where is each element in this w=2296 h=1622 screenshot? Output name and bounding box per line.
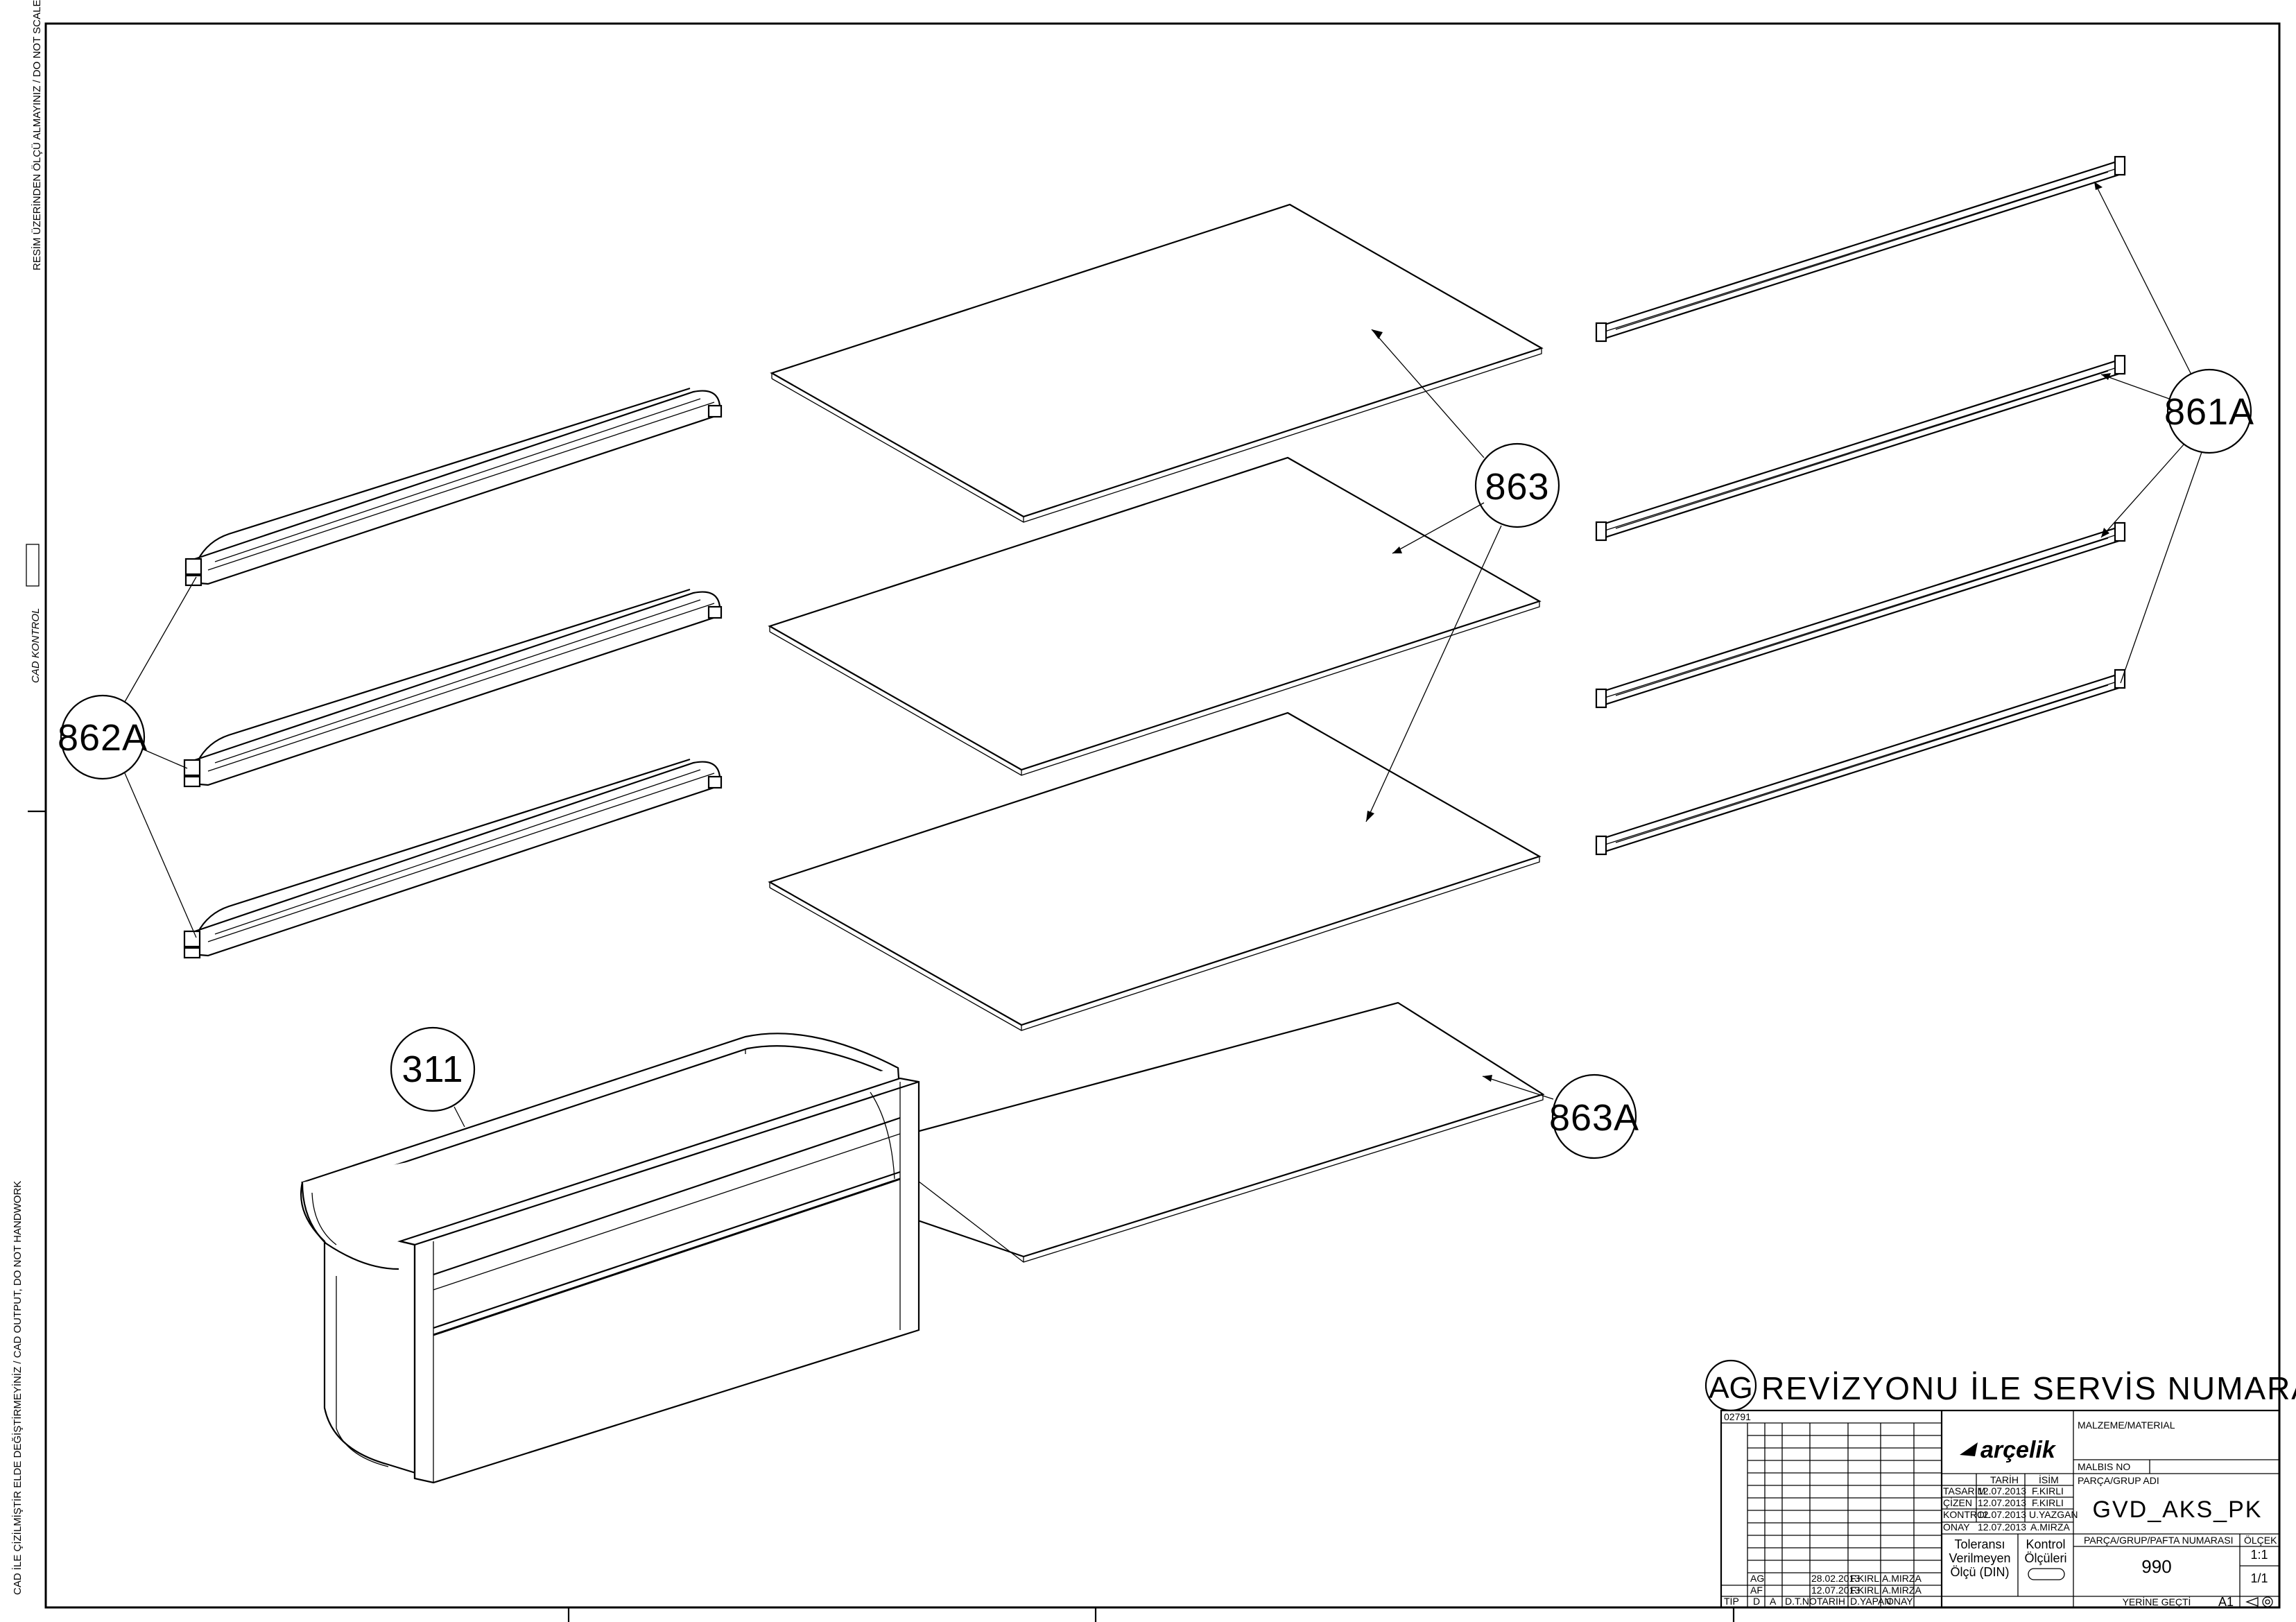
footer-dtno: D.T.NO xyxy=(1785,1596,1817,1607)
part-863-glass-shelf-2 xyxy=(768,456,1542,776)
control-line-1: Kontrol xyxy=(2026,1537,2065,1551)
part-311-door-bin xyxy=(300,1033,920,1484)
approval-name-4: A.MIRZA xyxy=(2030,1521,2070,1533)
part-name: GVD_AKS_PK xyxy=(2093,1496,2263,1523)
brand-name: arçelik xyxy=(1980,1437,2057,1463)
part-number-label: PARÇA/GRUP/PAFTA NUMARASI xyxy=(2084,1535,2233,1546)
footer-dyapan: D.YAPAN xyxy=(1850,1596,1891,1607)
title-block: 02791 AG 28.02.2013 F.KIRLI A.MIRZA AF 1… xyxy=(1720,1409,2281,1609)
revision-note-text: REVİZYONU İLE SERVİS NUMARALINDA DEĞİŞİK… xyxy=(1761,1370,2296,1406)
part-862a-rail-3 xyxy=(183,758,723,959)
sheet-value: 1/1 xyxy=(2250,1571,2268,1585)
approval-name-2: F.KIRLI xyxy=(2032,1497,2064,1508)
control-symbol xyxy=(2028,1568,2065,1580)
name-header: İSİM xyxy=(2039,1474,2059,1485)
replaces-label: YERİNE GEÇTİ xyxy=(2123,1596,2191,1607)
tolerance-line-3: Ölçü (DIN) xyxy=(1951,1565,2010,1579)
revision-note-rev: AG xyxy=(1709,1371,1753,1405)
callout-863: 863 xyxy=(1365,329,1560,822)
sheet-size: A1 xyxy=(2218,1595,2234,1609)
approval-date-2: 12.07.2013 xyxy=(1978,1497,2026,1508)
tolerance-line-1: Toleransı xyxy=(1954,1537,2005,1551)
rev-af-approved: A.MIRZA xyxy=(1882,1585,1922,1596)
rev-af-code: AF xyxy=(1750,1585,1763,1596)
scale-value: 1:1 xyxy=(2250,1548,2268,1562)
drawing-frame xyxy=(44,22,2281,1609)
part-861a-profile-2 xyxy=(1595,354,2126,542)
arcelik-logo: arçelik xyxy=(1960,1437,2057,1463)
approval-date-3: 12.07.2013 xyxy=(1978,1509,2026,1520)
part-862a-rail-1 xyxy=(184,387,723,587)
part-861a-profile-4 xyxy=(1595,668,2126,856)
part-861a-profile-1 xyxy=(1595,155,2126,343)
control-line-2: Ölçüleri xyxy=(2024,1551,2066,1565)
part-863-glass-shelf-1 xyxy=(770,203,1544,523)
footer-a: A xyxy=(1770,1596,1777,1607)
tolerance-line-2: Verilmeyen xyxy=(1949,1551,2010,1565)
callout-862a: 862A xyxy=(58,576,197,938)
callout-863a-label: 863A xyxy=(1549,1097,1639,1139)
approval-role-2: ÇİZEN xyxy=(1943,1496,1972,1508)
rev-ag-code: AG xyxy=(1750,1573,1764,1584)
approval-role-4: ONAY xyxy=(1943,1521,1970,1533)
scale-label: ÖLÇEK xyxy=(2244,1534,2277,1546)
approval-name-3: U.YAZGAN xyxy=(2029,1509,2078,1520)
callout-863a: 863A xyxy=(1482,1073,1639,1159)
footer-tarih: TARİH xyxy=(1817,1595,1845,1607)
footer-d: D xyxy=(1753,1596,1760,1607)
callout-311: 311 xyxy=(390,1026,476,1128)
part-863-glass-shelf-3 xyxy=(768,711,1542,1031)
part-number: 990 xyxy=(2141,1556,2171,1577)
part-861a-profile-3 xyxy=(1595,521,2126,709)
part-863a-glass-shelf xyxy=(769,1001,1545,1263)
revision-note: AG REVİZYONU İLE SERVİS NUMARALINDA DEĞİ… xyxy=(1704,1359,2296,1412)
rev-af-by: F.KIRLI xyxy=(1850,1585,1882,1596)
margin-note-cad-kontrol: CAD KONTROL xyxy=(30,608,42,683)
footer-onay: ONAY xyxy=(1886,1596,1913,1607)
approval-date-4: 12.07.2013 xyxy=(1978,1521,2026,1533)
callout-863-label: 863 xyxy=(1485,466,1549,508)
footer-tip: TİP xyxy=(1724,1595,1739,1607)
malbis-label: MALBIS NO xyxy=(2078,1461,2130,1472)
approval-role-3: KONTROL xyxy=(1943,1509,1990,1520)
projection-symbol-icon xyxy=(2245,1596,2273,1607)
sheet-code: 02791 xyxy=(1724,1411,1751,1422)
callout-862a-label: 862A xyxy=(58,717,148,759)
part-group-label: PARÇA/GRUP ADI xyxy=(2078,1475,2159,1486)
date-header: TARİH xyxy=(1990,1474,2019,1485)
material-label: MALZEME/MATERIAL xyxy=(2078,1420,2175,1431)
rev-ag-date: 28.02.2013 xyxy=(1811,1573,1860,1584)
callout-861a: 861A xyxy=(2094,181,2254,684)
approval-date-1: 12.07.2013 xyxy=(1978,1485,2026,1496)
approval-role-1: TASARIM xyxy=(1943,1485,1985,1496)
rev-ag-approved: A.MIRZA xyxy=(1882,1573,1922,1584)
rev-af-date: 12.07.2013 xyxy=(1811,1585,1860,1596)
callout-311-label: 311 xyxy=(402,1049,463,1090)
rev-ag-by: F.KIRLI xyxy=(1850,1573,1882,1584)
part-862a-rail-2 xyxy=(183,588,723,788)
margin-note-cad-output: CAD İLE ÇİZİLMİŞTİR ELDE DEĞİŞTİRMEYİNİZ… xyxy=(11,1181,24,1595)
margin-note-do-not-scale: RESİM ÜZERİNDEN ÖLÇÜ ALMAYINIZ / DO NOT … xyxy=(31,0,43,270)
cad-kontrol-box xyxy=(26,544,40,587)
approval-name-1: F.KIRLI xyxy=(2032,1485,2064,1496)
callout-861a-label: 861A xyxy=(2164,391,2254,433)
